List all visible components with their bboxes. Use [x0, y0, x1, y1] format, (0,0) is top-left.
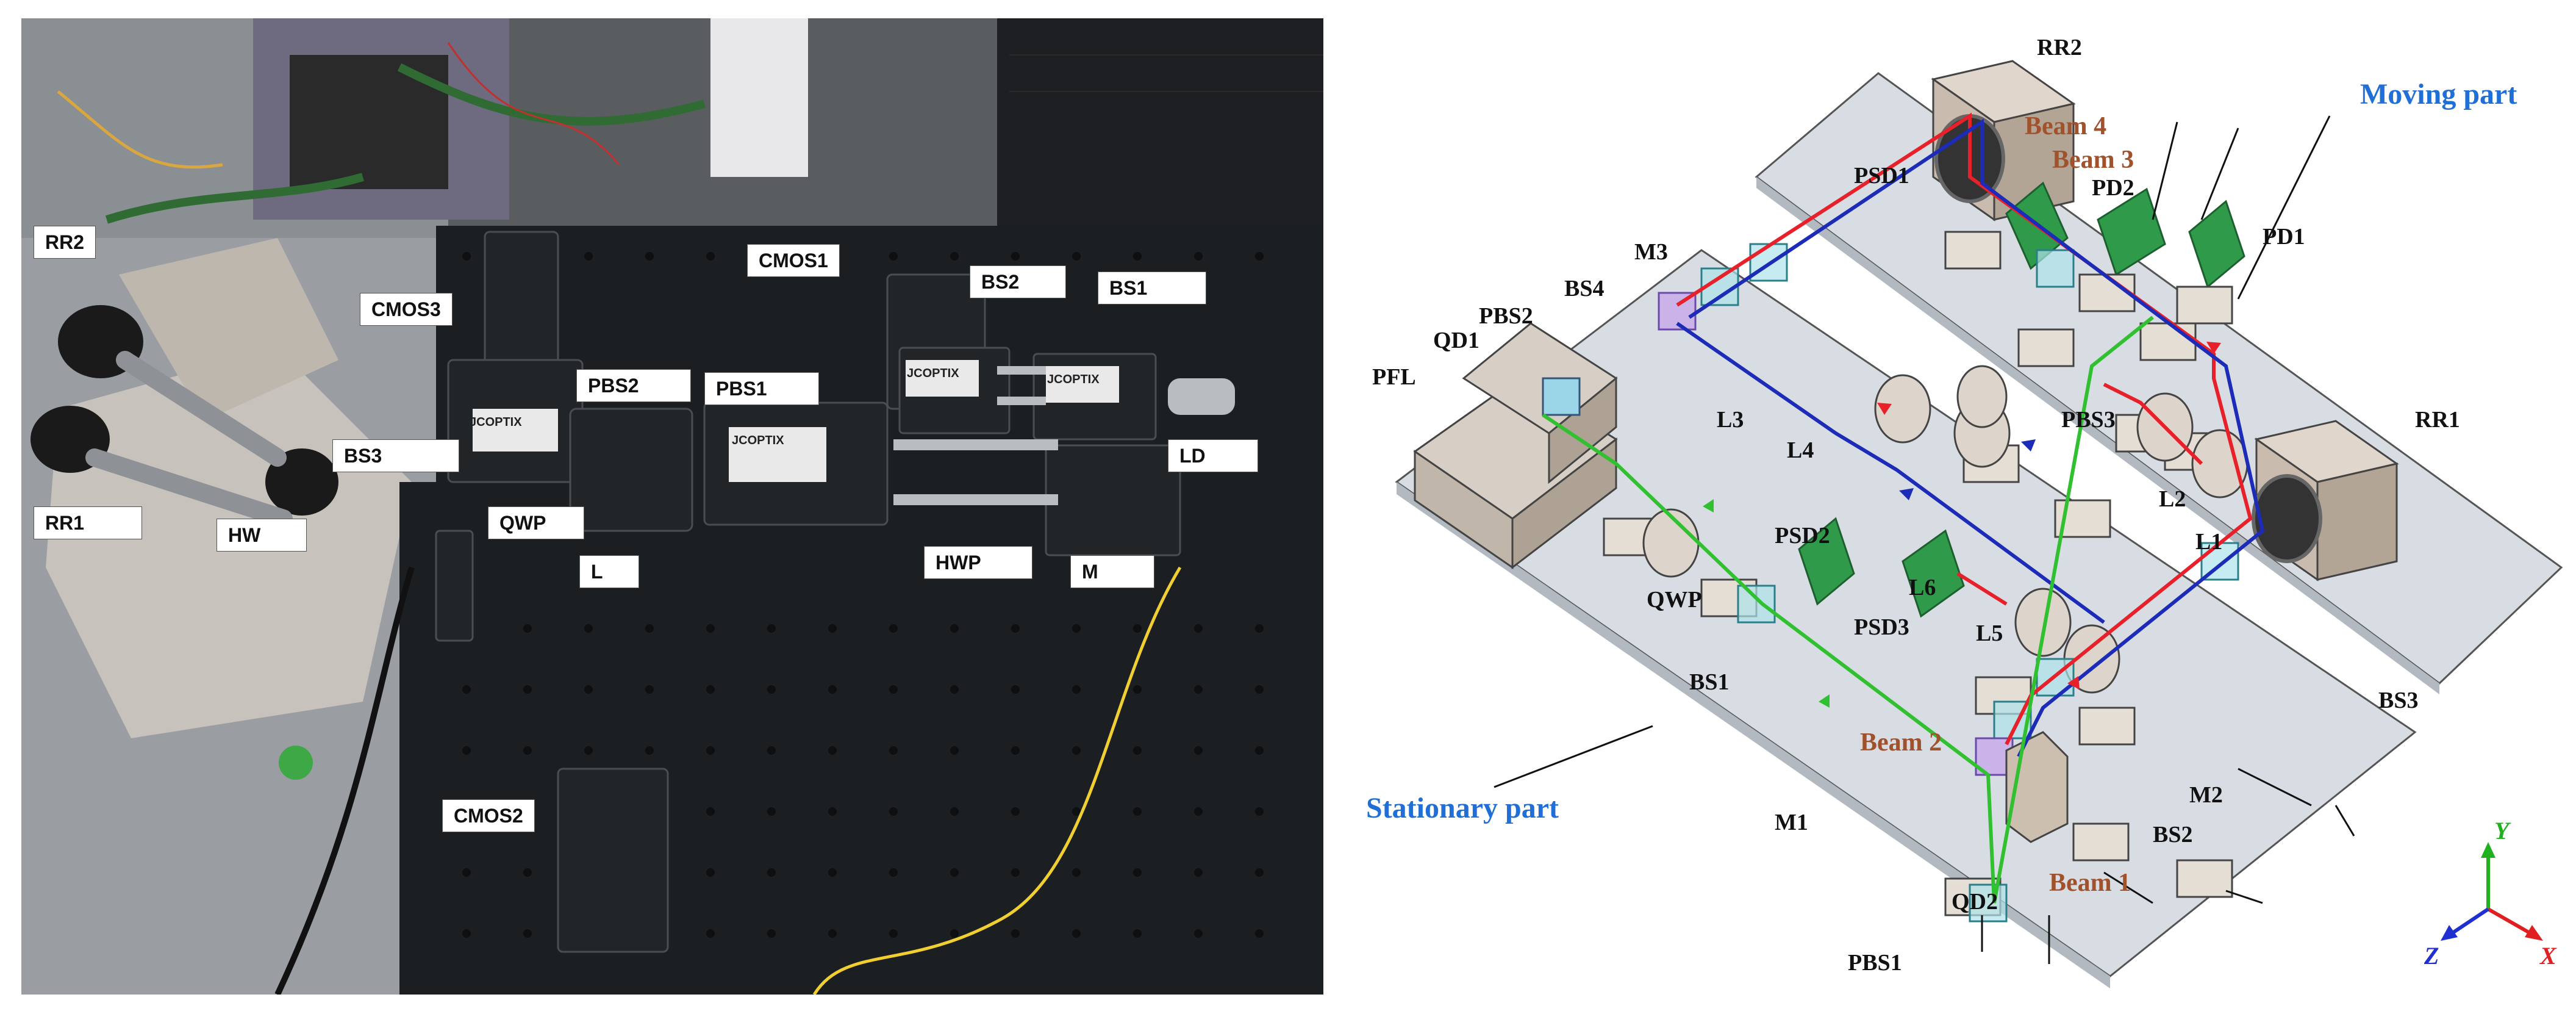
photo-label-m: M	[1070, 555, 1154, 588]
diagram-label-l1: L1	[2195, 529, 2222, 555]
photo-brand-text-2: JCOPTIX	[907, 367, 959, 380]
photo-label-ld: LD	[1168, 439, 1258, 472]
diagram-label-bs3: BS3	[2378, 688, 2418, 713]
detector-boards	[1798, 181, 2245, 618]
diagram-label-qd2: QD2	[1952, 889, 1998, 915]
photo-brand-text-3: JCOPTIX	[1047, 373, 1100, 386]
diagram-label-beam2: Beam 2	[1860, 729, 1942, 757]
diagram-label-beam3: Beam 3	[2052, 146, 2134, 174]
photo-label-rr1: RR1	[34, 506, 142, 539]
diagram-label-psd2: PSD2	[1775, 523, 1830, 549]
diagram-label-bs2: BS2	[2153, 822, 2192, 847]
axis-label-x: X	[2539, 942, 2557, 970]
diagram-label-psd3: PSD3	[1854, 614, 1909, 640]
diagram-label-moving-part: Moving part	[2360, 78, 2517, 110]
photo-label-qwp: QWP	[488, 506, 584, 539]
diagram-label-psd1: PSD1	[1854, 163, 1909, 189]
diagram-label-m2: M2	[2189, 782, 2223, 808]
photo-brand-text-4: JCOPTIX	[732, 434, 784, 447]
red-beam	[1676, 112, 2253, 746]
diagram-label-pbs3: PBS3	[2061, 407, 2116, 433]
diagram-label-pd2: PD2	[2092, 175, 2134, 201]
photo-label-hwp: HWP	[924, 546, 1032, 579]
diagram-label-pd1: PD1	[2263, 224, 2305, 250]
axis-label-z: Z	[2424, 942, 2439, 970]
diagram-label-beam4: Beam 4	[2025, 112, 2106, 140]
blue-beam	[1688, 118, 2265, 758]
photo-label-pbs1: PBS1	[704, 372, 819, 405]
diagram-label-m3: M3	[1634, 239, 1668, 265]
photo-label-cmos2: CMOS2	[442, 799, 535, 832]
diagram-label-l3: L3	[1717, 407, 1744, 433]
photo-label-l: L	[579, 555, 639, 588]
pfl-laser	[1413, 322, 1618, 570]
diagram-label-m1: M1	[1775, 810, 1808, 835]
setup-photo: JCOPTIX JCOPTIX JCOPTIX JCOPTIX RR2 CMOS…	[21, 18, 1323, 995]
diagram-label-l2: L2	[2159, 486, 2186, 512]
diagram-label-pbs1: PBS1	[1848, 950, 1902, 976]
diagram-label-pfl: PFL	[1372, 364, 1416, 390]
photo-label-rr2: RR2	[34, 226, 96, 259]
diagram-label-bs4: BS4	[1564, 276, 1604, 301]
photo-label-cmos3: CMOS3	[360, 293, 453, 326]
diagram-label-pbs2: PBS2	[1479, 303, 1533, 329]
diagram-label-qd1: QD1	[1433, 328, 1479, 353]
diagram-label-l4: L4	[1787, 437, 1814, 463]
rr1-retroreflector	[2252, 420, 2399, 581]
photo-illustration: JCOPTIX JCOPTIX JCOPTIX JCOPTIX	[21, 18, 1323, 995]
green-beam	[1542, 315, 2154, 904]
axis-label-y: Y	[2494, 817, 2511, 844]
diagram-label-beam1: Beam 1	[2049, 869, 2131, 897]
schematic-diagram: RR2 RR1 PSD1 PD2 PD1 M3 BS4 PBS2 QD1 PFL…	[1360, 37, 2574, 1007]
diagram-label-bs1: BS1	[1689, 669, 1729, 695]
diagram-label-qwp: QWP	[1647, 587, 1702, 613]
photo-label-bs3: BS3	[332, 439, 459, 472]
diagram-label-rr1: RR1	[2415, 407, 2460, 433]
photo-label-bs1: BS1	[1098, 272, 1206, 304]
photo-label-bs2: BS2	[970, 265, 1066, 298]
diagram-label-rr2: RR2	[2037, 37, 2082, 60]
diagram-label-l5: L5	[1976, 621, 2003, 646]
schematic-svg: RR2 RR1 PSD1 PD2 PD1 M3 BS4 PBS2 QD1 PFL…	[1366, 37, 2563, 988]
diagram-label-l6: L6	[1909, 575, 1936, 600]
photo-label-pbs2: PBS2	[576, 369, 691, 402]
photo-label-hw: HW	[216, 519, 307, 552]
photo-brand-text-1: JCOPTIX	[470, 416, 522, 429]
coordinate-axes	[2441, 842, 2543, 941]
diagram-label-stationary-part: Stationary part	[1366, 792, 1559, 824]
photo-label-cmos1: CMOS1	[747, 244, 840, 277]
